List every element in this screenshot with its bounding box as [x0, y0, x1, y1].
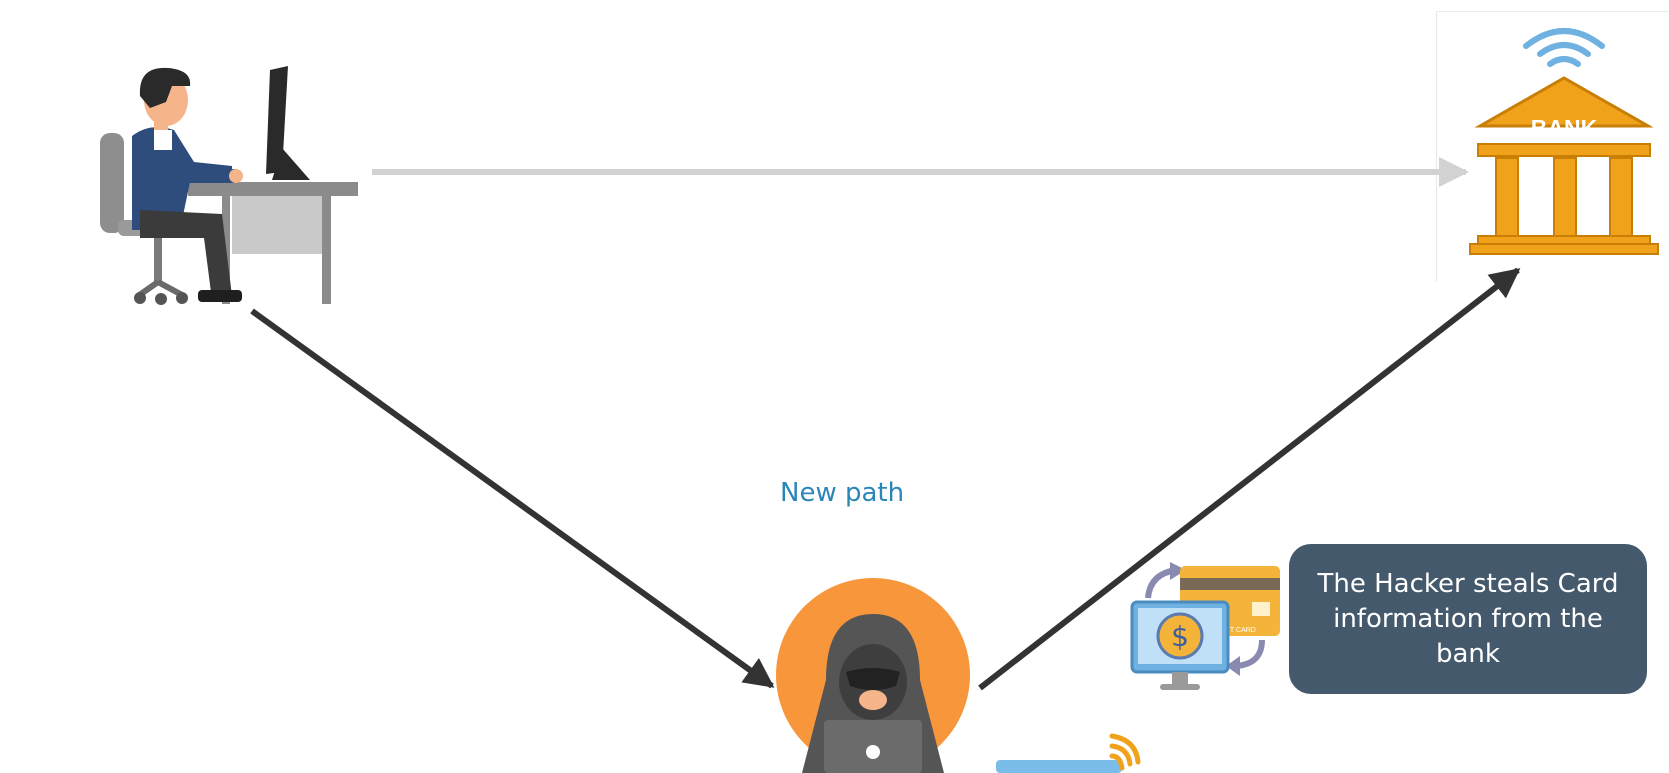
new-path-label: New path: [780, 478, 905, 508]
dollar-sign: $: [1171, 620, 1189, 653]
bank-building-icon: BANK: [1469, 28, 1659, 255]
person-at-desk-icon: [100, 66, 358, 305]
wifi-icon: [1523, 28, 1605, 67]
hooded-hacker-icon: [776, 578, 970, 773]
arrow-user-to-hacker: [250, 308, 775, 689]
stolen-card-icon: CREDIT CARD $: [1130, 562, 1280, 690]
card-bottom-text: CREDIT CARD: [1208, 627, 1256, 634]
skull-icon: [866, 745, 880, 759]
hacker-info-box: The Hacker steals Card information from …: [1289, 544, 1647, 694]
arrow-hacker-to-bank: [978, 267, 1521, 691]
contactless-card-icon: [996, 733, 1141, 773]
hacker-info-text: The Hacker steals Card information from …: [1317, 568, 1619, 669]
bank-sign-text: BANK: [1531, 115, 1598, 141]
